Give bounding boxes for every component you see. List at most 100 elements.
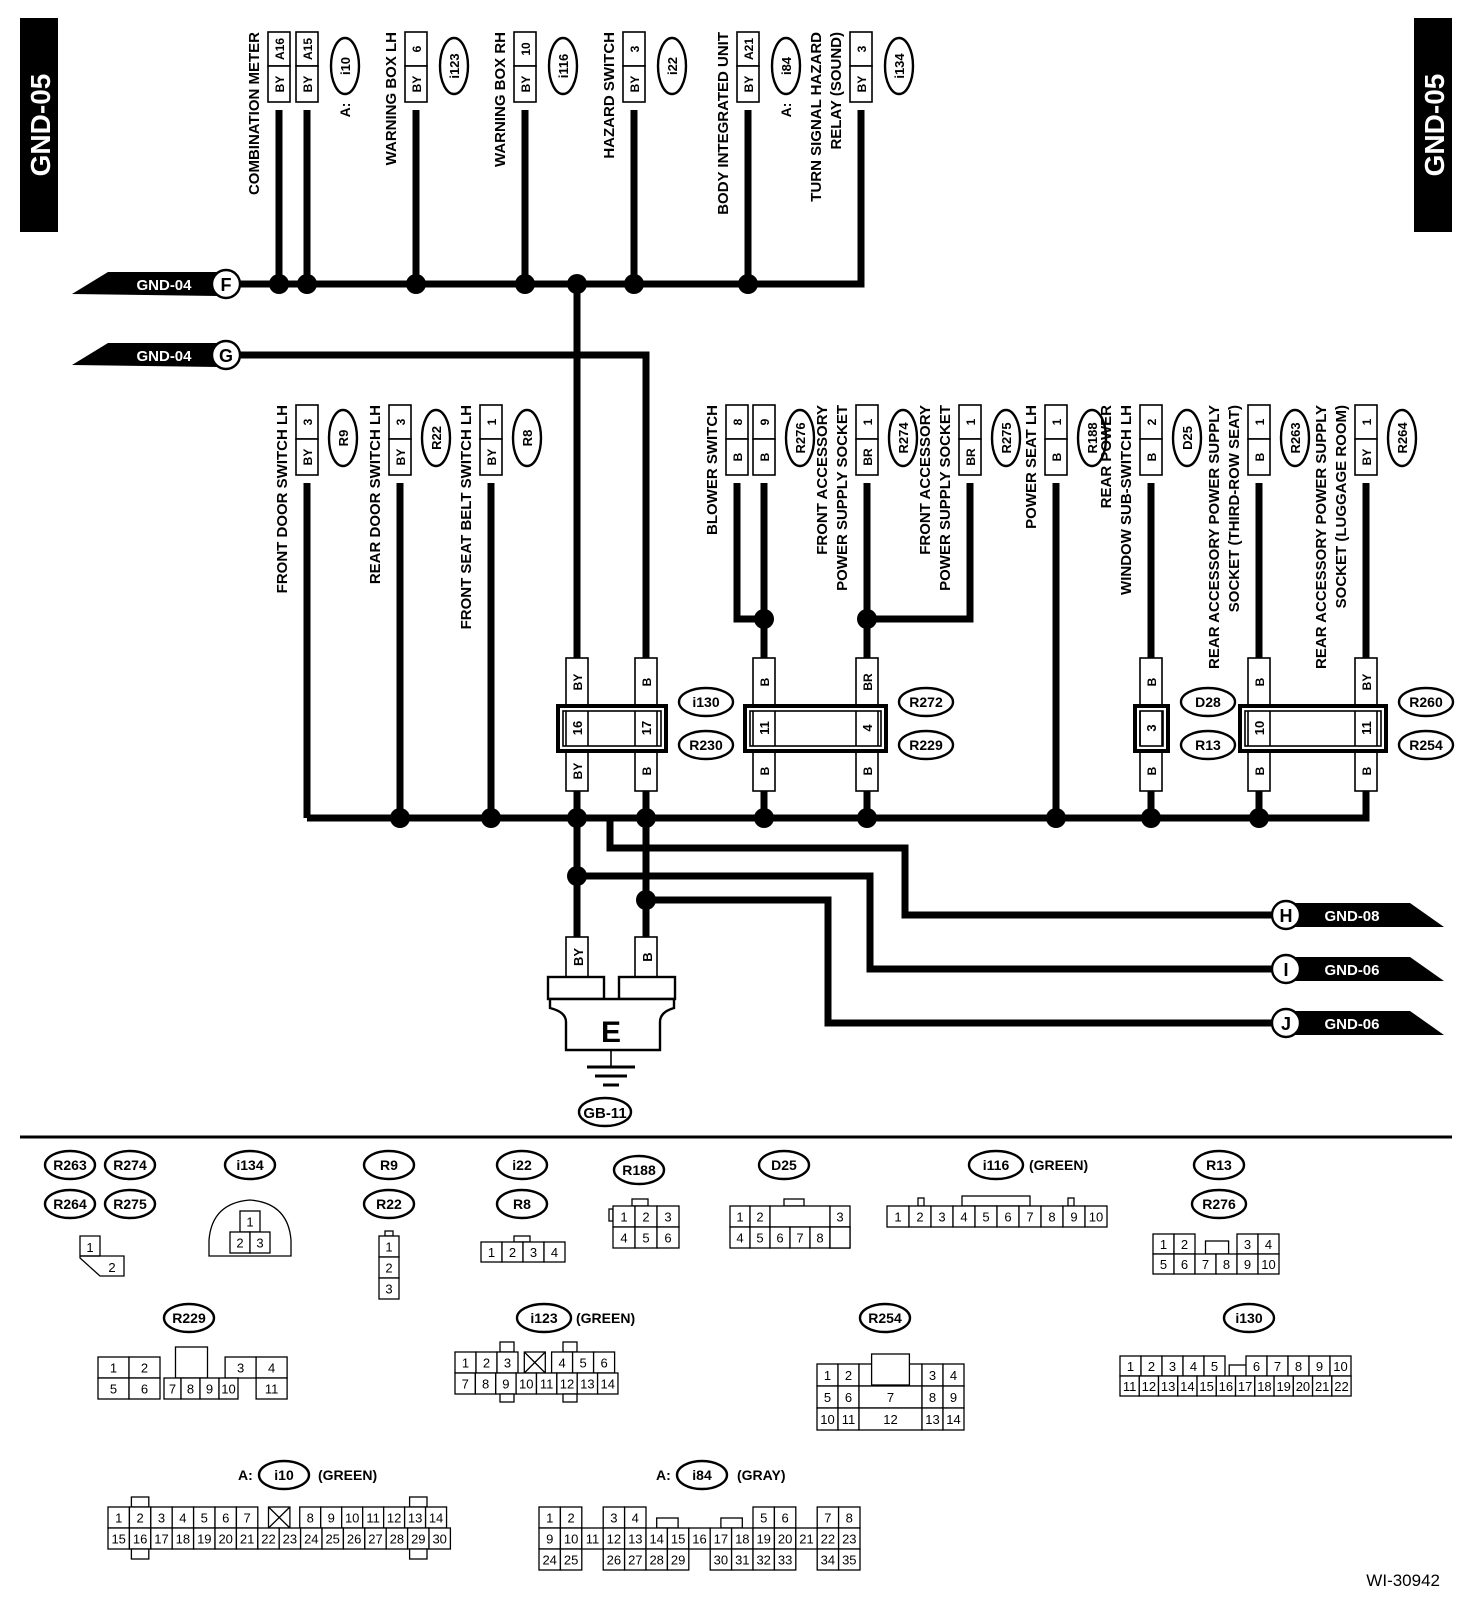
ref-H[interactable]: GND-08 H [1270,899,1444,931]
pin-cell: 2 [385,1261,392,1276]
joint-j4-top-name[interactable]: R260 [1397,686,1455,718]
terminal-rpw[interactable]: 2B [1139,404,1163,476]
joint-j3-bot-name-label: R13 [1195,737,1221,753]
pin-cell: 3 [929,1368,936,1383]
conn-rpw[interactable]: D25 [1171,408,1203,468]
conn-haz[interactable]: i22 [656,36,688,96]
conn-fsb[interactable]: R8 [511,408,543,468]
pin-cell: 6 [1004,1210,1011,1225]
conn-blw9[interactable]: R276 [784,408,816,468]
joint-j3-bot-name[interactable]: R13 [1179,729,1237,761]
terminal-fsb[interactable]: 1BY [479,404,503,476]
svg-text:H: H [1280,906,1293,926]
legend-note: (GRAY) [737,1467,786,1483]
conn-raps3[interactable]: R263 [1279,408,1311,468]
pin-cell: 13 [408,1511,422,1526]
joint-j4-bot-name[interactable]: R254 [1397,729,1455,761]
ref-I[interactable]: GND-06 I [1270,953,1444,985]
pin-cell: 3 [504,1356,511,1371]
pin-cell: 3 [1169,1359,1176,1374]
legend-name-i116: i116 [983,1157,1010,1173]
terminal-cmA16-pin: A16 [273,38,287,60]
joint-j2-top-name[interactable]: R272 [897,686,955,718]
conn-faps1[interactable]: R274 [887,408,919,468]
terminal-faps2-color: BR [964,448,978,466]
conn-tsr[interactable]: i134 [883,36,915,96]
ref-J[interactable]: GND-06 J [1270,1007,1444,1039]
conn-faps2[interactable]: R275 [990,408,1022,468]
pin-cell: 3 [1244,1237,1251,1252]
conn-cmA15[interactable]: i10 [329,36,361,96]
terminal-faps1[interactable]: 1BR [855,404,879,476]
terminal-blw9[interactable]: 9B [752,404,776,476]
terminal-fdsw[interactable]: 3BY [295,404,319,476]
pin-cell: 11 [1123,1379,1137,1394]
pin-cell: 3 [664,1210,671,1225]
ground-name: E [601,1016,621,1049]
conn-rapsl[interactable]: R264 [1386,408,1418,468]
conn-biu[interactable]: i84 [770,36,802,96]
conn-fdsw[interactable]: R9 [327,408,359,468]
conn-psl[interactable]: R188 [1076,408,1108,468]
ref-G[interactable]: GND-04 G [72,339,242,371]
svg-text:I: I [1283,960,1288,980]
terminal-blw8[interactable]: 8B [725,404,749,476]
conn-psl-label: R188 [1085,422,1100,453]
legend-name-i130: i130 [1235,1310,1262,1326]
conn-wbrh[interactable]: i116 [547,36,579,96]
pin-cell: 19 [1276,1379,1290,1394]
pin-cell: 5 [201,1511,208,1526]
pin-cell: 13 [1161,1379,1175,1394]
pin-cell: 4 [551,1245,558,1260]
terminal-psl[interactable]: 1B [1044,404,1068,476]
pin-cell: 15 [1199,1379,1213,1394]
terminal-tsr[interactable]: 3BY [849,31,873,103]
joint-j1-bot-name[interactable]: R230 [677,729,735,761]
ground-E[interactable]: BY B E GB-11 [546,936,677,1128]
conn-rpw-label: D25 [1180,426,1195,450]
terminal-faps2[interactable]: 1BR [958,404,982,476]
ref-F[interactable]: GND-04 F [72,268,242,300]
joint-j3-bot-color: B [1145,766,1159,775]
terminal-rdsw[interactable]: 3BY [388,404,412,476]
joint-j3-top-name[interactable]: D28 [1179,686,1237,718]
label-fdsw: FRONT DOOR SWITCH LH [274,405,291,593]
ref-H-target: GND-08 [1324,908,1379,925]
label-wbrh: WARNING BOX RH [492,32,509,167]
terminal-raps3[interactable]: 1B [1247,404,1271,476]
pin-cell: 32 [756,1553,770,1568]
terminal-haz[interactable]: 3BY [622,31,646,103]
joint-j2-bot-name[interactable]: R229 [897,729,955,761]
conn-rdsw[interactable]: R22 [420,408,452,468]
terminal-rapsl[interactable]: 1BY [1354,404,1378,476]
label-faps1: FRONT ACCESSORY [814,405,831,555]
joint-j1-top-name[interactable]: i130 [677,686,735,718]
terminal-wblh[interactable]: 6BY [404,31,428,103]
terminal-faps1-pin: 1 [861,418,875,425]
conn-wblh[interactable]: i123 [438,36,470,96]
